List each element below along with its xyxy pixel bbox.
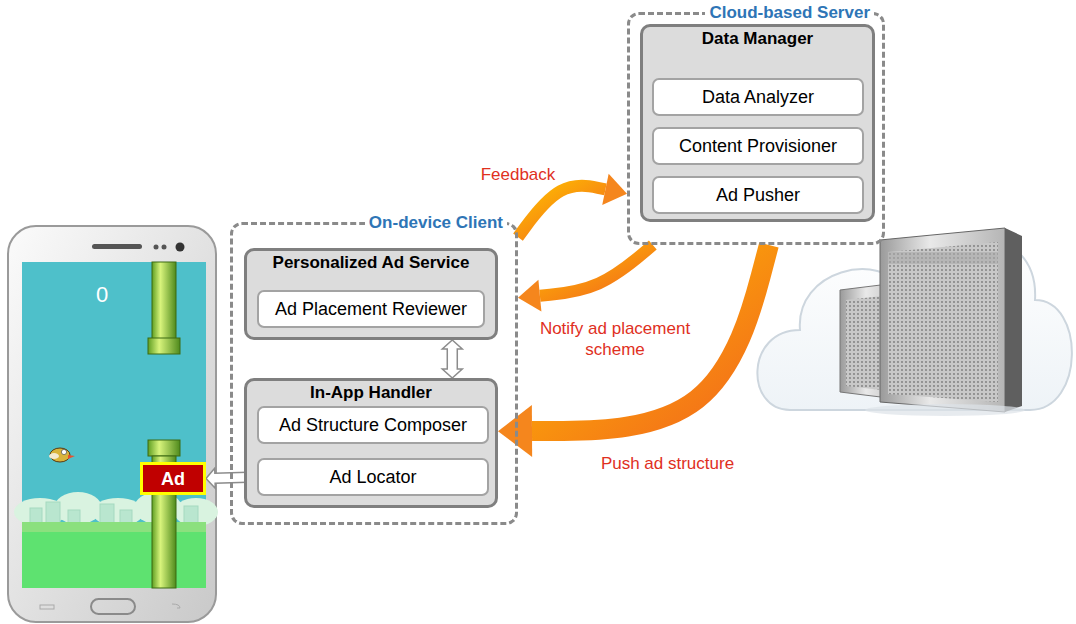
heading-text: Personalized Ad Service	[273, 252, 470, 274]
arrow-shape	[442, 340, 462, 378]
box-text: Ad Placement Reviewer	[275, 298, 467, 320]
component-box: Content Provisioner	[652, 127, 864, 165]
component-box: Ad Structure Composer	[257, 406, 489, 444]
module-box: In-App Handler Ad Structure Composer Ad Lo…	[244, 378, 498, 508]
flow-label: Push ad structure	[580, 453, 755, 474]
module-box: Data ManagerData AnalyzerContent Provisi…	[640, 24, 875, 222]
heading-text: Data Manager	[702, 28, 813, 50]
flow-label: Notify ad placement scheme	[520, 318, 710, 360]
component-box: Ad Placement Reviewer	[257, 290, 485, 328]
arrow-shaft	[518, 186, 605, 237]
component-box: Ad Pusher	[652, 176, 864, 214]
box-text: Ad Locator	[329, 466, 416, 488]
box-text: Ad Structure Composer	[279, 414, 467, 436]
flow-arrow	[518, 245, 653, 312]
client-region: On-device ClientPersonalized Ad ServiceA…	[230, 222, 518, 525]
box-text: Content Provisioner	[679, 135, 837, 157]
score-number: 0	[96, 283, 108, 307]
component-box: Ad Locator	[257, 458, 489, 496]
heading-text: On-device Client	[365, 212, 507, 234]
module-box: Personalized Ad Service Ad Placement Revi…	[244, 248, 498, 340]
arrow-shaft	[532, 245, 769, 431]
box-text: Ad	[161, 468, 185, 490]
component-box: Data Analyzer	[652, 78, 864, 116]
block-arrow	[442, 340, 462, 378]
heading-text: In-App Handler	[310, 382, 432, 404]
flow-arrow	[498, 245, 769, 457]
box-text: Ad Pusher	[716, 184, 800, 206]
box-text: Data Analyzer	[702, 86, 814, 108]
ad-banner: Ad	[140, 462, 206, 495]
arrow-head	[518, 280, 541, 312]
flow-label: Feedback	[476, 164, 560, 185]
arrow-shaft	[540, 245, 653, 296]
server-region: Cloud-based ServerData ManagerData Analy…	[627, 12, 885, 245]
server-illustration	[757, 228, 1071, 416]
heading-text: Cloud-based Server	[705, 2, 874, 24]
phone-illustration	[8, 226, 218, 622]
arrow-head	[602, 174, 627, 205]
